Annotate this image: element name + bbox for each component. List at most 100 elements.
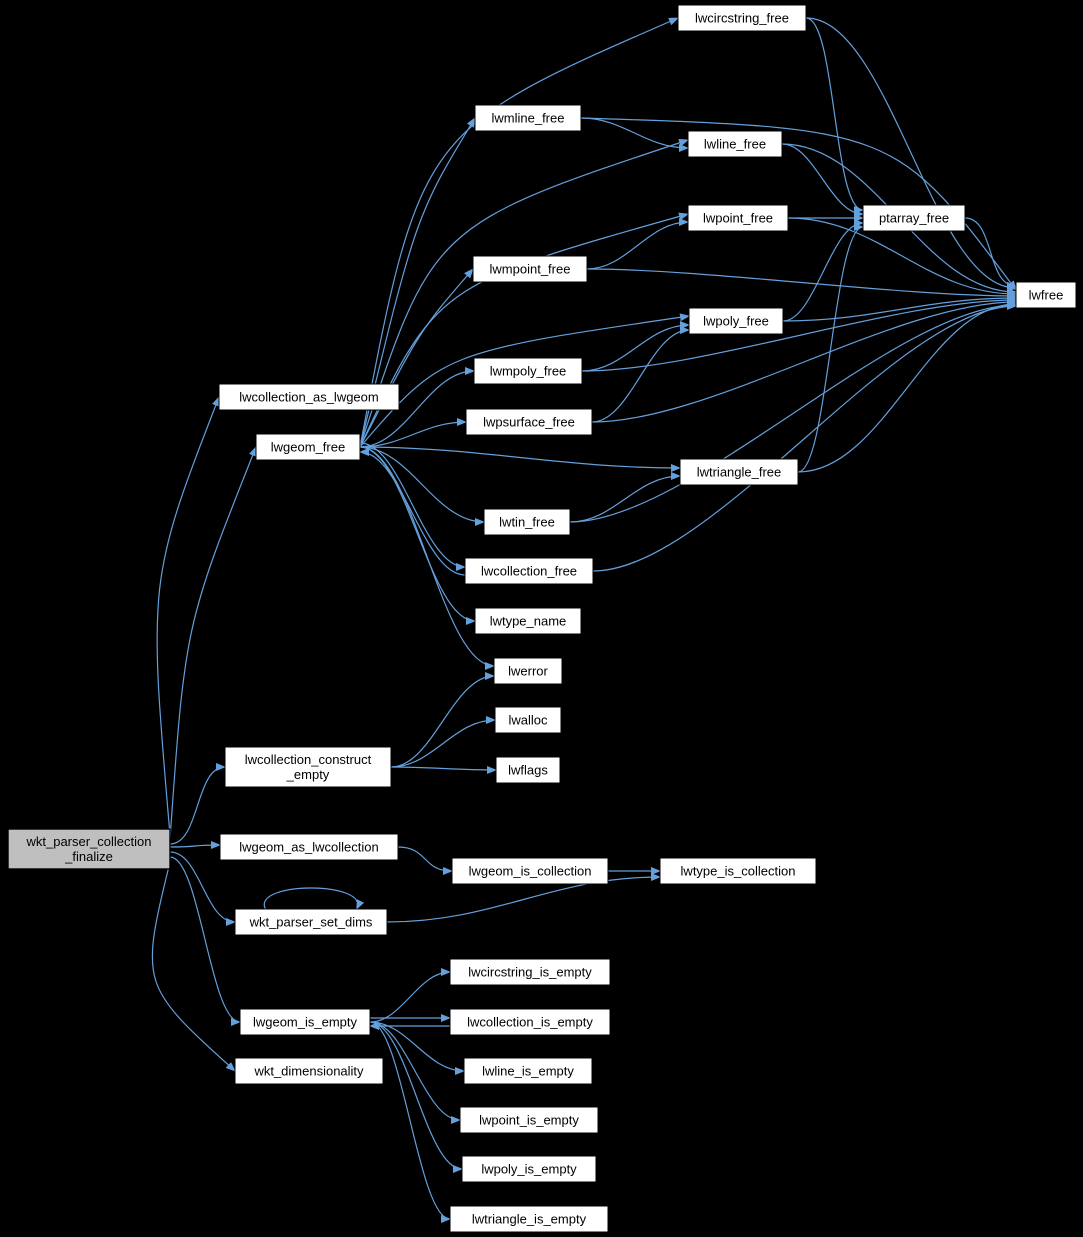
node-lwmline_free[interactable]: lwmline_free xyxy=(474,104,582,132)
node-label-lwcollection_construct_empty: lwcollection_construct_empty xyxy=(245,752,372,782)
edge-layer xyxy=(151,17,1017,1223)
node-lwpoint_is_empty[interactable]: lwpoint_is_empty xyxy=(459,1106,599,1134)
node-label-lwline_is_empty: lwline_is_empty xyxy=(482,1064,574,1079)
edge-lwgeom_free-to-lwcircstring_free xyxy=(359,17,679,448)
edge-wkt_parser_set_dims-to-lwtype_is_collection xyxy=(386,873,661,923)
node-box-lwfree[interactable] xyxy=(1015,281,1077,309)
node-box-wkt_dimensionality[interactable] xyxy=(234,1057,384,1085)
node-lwalloc[interactable]: lwalloc xyxy=(494,706,562,734)
node-box-lwpsurface_free[interactable] xyxy=(465,408,593,436)
node-box-lwcircstring_free[interactable] xyxy=(677,4,807,32)
edge-lwgeom_free-to-lwerror xyxy=(359,446,495,670)
edge-lwpoly_free-to-ptarray_free xyxy=(782,219,864,322)
node-box-lwgeom_is_collection[interactable] xyxy=(451,857,609,885)
node-box-lwmpoint_free[interactable] xyxy=(472,255,588,283)
node-box-lwtriangle_free[interactable] xyxy=(679,458,799,486)
node-box-lwmpoly_free[interactable] xyxy=(473,357,583,385)
node-box-lwerror[interactable] xyxy=(493,657,563,685)
edge-lwcollection_construct_empty-to-lwflags xyxy=(390,765,497,774)
node-box-lwcircstring_is_empty[interactable] xyxy=(449,958,611,986)
edge-wkt_parser_collection_finalize-to-lwcollection_as_lwgeom xyxy=(156,396,220,836)
edge-lwpsurface_free-to-lwpoly_free xyxy=(591,326,690,423)
edge-lwpoly_free-to-lwfree xyxy=(782,294,1017,322)
node-box-lwpoint_free[interactable] xyxy=(687,204,789,232)
node-lwcollection_as_lwgeom[interactable]: lwcollection_as_lwgeom xyxy=(218,383,400,411)
node-box-lwcollection_as_lwgeom[interactable] xyxy=(218,383,400,411)
node-lwtype_name[interactable]: lwtype_name xyxy=(474,607,582,635)
node-box-lwgeom_is_empty[interactable] xyxy=(239,1008,371,1036)
node-label-lwcollection_as_lwgeom: lwcollection_as_lwgeom xyxy=(239,390,378,405)
node-box-lwpoly_free[interactable] xyxy=(688,307,784,335)
node-wkt_dimensionality[interactable]: wkt_dimensionality xyxy=(234,1057,384,1085)
edge-wkt_parser_collection_finalize-to-wkt_parser_set_dims xyxy=(169,851,236,926)
node-ptarray_free[interactable]: ptarray_free xyxy=(862,204,966,232)
edge-wkt_parser_collection_finalize-to-wkt_dimensionality xyxy=(151,861,236,1072)
node-lwcollection_is_empty[interactable]: lwcollection_is_empty xyxy=(449,1008,611,1036)
node-label-lwgeom_free: lwgeom_free xyxy=(271,440,345,455)
node-lwcircstring_is_empty[interactable]: lwcircstring_is_empty xyxy=(449,958,611,986)
node-lwtin_free[interactable]: lwtin_free xyxy=(483,508,571,536)
node-box-lwtype_name[interactable] xyxy=(474,607,582,635)
node-lwgeom_is_collection[interactable]: lwgeom_is_collection xyxy=(451,857,609,885)
node-box-lwgeom_free[interactable] xyxy=(255,433,361,461)
node-lwtriangle_free[interactable]: lwtriangle_free xyxy=(679,458,799,486)
node-label-lwfree: lwfree xyxy=(1029,288,1064,303)
node-lwpsurface_free[interactable]: lwpsurface_free xyxy=(465,408,593,436)
node-lwpoly_free[interactable]: lwpoly_free xyxy=(688,307,784,335)
node-box-lwgeom_as_lwcollection[interactable] xyxy=(219,833,399,861)
edge-lwmline_free-to-lwline_free xyxy=(580,117,689,152)
node-box-wkt_parser_set_dims[interactable] xyxy=(234,908,388,936)
node-lwline_is_empty[interactable]: lwline_is_empty xyxy=(463,1057,593,1085)
node-label-lwpsurface_free: lwpsurface_free xyxy=(483,415,575,430)
node-box-lwcollection_free[interactable] xyxy=(464,557,594,585)
node-lwpoint_free[interactable]: lwpoint_free xyxy=(687,204,789,232)
edge-lwmpoint_free-to-lwfree xyxy=(586,268,1017,300)
edge-lwline_free-to-ptarray_free xyxy=(781,143,864,218)
edge-lwgeom_free-to-lwcollection_free xyxy=(359,442,466,571)
edge-lwtriangle_free-to-ptarray_free xyxy=(797,223,864,473)
node-lwflags[interactable]: lwflags xyxy=(495,756,561,784)
node-label-lwcircstring_is_empty: lwcircstring_is_empty xyxy=(468,965,592,980)
node-box-lwpoint_is_empty[interactable] xyxy=(459,1106,599,1134)
node-box-lwflags[interactable] xyxy=(495,756,561,784)
edge-lwcircstring_free-to-lwfree xyxy=(805,17,1017,292)
node-box-lwcollection_is_empty[interactable] xyxy=(449,1008,611,1036)
edge-lwmpoly_free-to-lwpoly_free xyxy=(581,321,690,372)
node-lwmpoint_free[interactable]: lwmpoint_free xyxy=(472,255,588,283)
node-box-lwtriangle_is_empty[interactable] xyxy=(449,1205,609,1233)
node-box-wkt_parser_collection_finalize[interactable] xyxy=(7,828,171,870)
node-box-lwpoly_is_empty[interactable] xyxy=(461,1155,597,1183)
node-box-lwtype_is_collection[interactable] xyxy=(659,857,817,885)
node-box-lwcollection_construct_empty[interactable] xyxy=(224,746,392,788)
node-lwgeom_as_lwcollection[interactable]: lwgeom_as_lwcollection xyxy=(219,833,399,861)
node-lwcollection_construct_empty[interactable]: lwcollection_construct_empty xyxy=(224,746,392,788)
node-label-wkt_dimensionality: wkt_dimensionality xyxy=(253,1064,364,1079)
node-lwtype_is_collection[interactable]: lwtype_is_collection xyxy=(659,857,817,885)
edge-lwgeom_as_lwcollection-to-lwgeom_is_collection xyxy=(397,846,453,875)
node-wkt_parser_collection_finalize[interactable]: wkt_parser_collection_finalize xyxy=(7,828,171,870)
edge-lwgeom_is_empty-to-lwpoly_is_empty xyxy=(369,1021,463,1173)
node-box-lwline_free[interactable] xyxy=(687,130,783,158)
node-label-lwgeom_is_collection: lwgeom_is_collection xyxy=(469,864,592,879)
node-lwerror[interactable]: lwerror xyxy=(493,657,563,685)
node-wkt_parser_set_dims[interactable]: wkt_parser_set_dims xyxy=(234,908,388,936)
node-lwgeom_is_empty[interactable]: lwgeom_is_empty xyxy=(239,1008,371,1036)
node-label-lwtype_name: lwtype_name xyxy=(490,614,567,629)
node-box-lwline_is_empty[interactable] xyxy=(463,1057,593,1085)
node-lwpoly_is_empty[interactable]: lwpoly_is_empty xyxy=(461,1155,597,1183)
node-lwcollection_free[interactable]: lwcollection_free xyxy=(464,557,594,585)
node-lwfree[interactable]: lwfree xyxy=(1015,281,1077,309)
node-lwmpoly_free[interactable]: lwmpoly_free xyxy=(473,357,583,385)
edge-lwpsurface_free-to-lwfree xyxy=(591,298,1017,423)
node-lwtriangle_is_empty[interactable]: lwtriangle_is_empty xyxy=(449,1205,609,1233)
node-box-lwalloc[interactable] xyxy=(494,706,562,734)
node-lwgeom_free[interactable]: lwgeom_free xyxy=(255,433,361,461)
node-box-ptarray_free[interactable] xyxy=(862,204,966,232)
edge-lwgeom_free-to-lwline_free xyxy=(359,139,689,448)
edge-lwmpoint_free-to-lwpoint_free xyxy=(586,218,689,270)
node-lwcircstring_free[interactable]: lwcircstring_free xyxy=(677,4,807,32)
node-box-lwtin_free[interactable] xyxy=(483,508,571,536)
node-lwline_free[interactable]: lwline_free xyxy=(687,130,783,158)
node-box-lwmline_free[interactable] xyxy=(474,104,582,132)
